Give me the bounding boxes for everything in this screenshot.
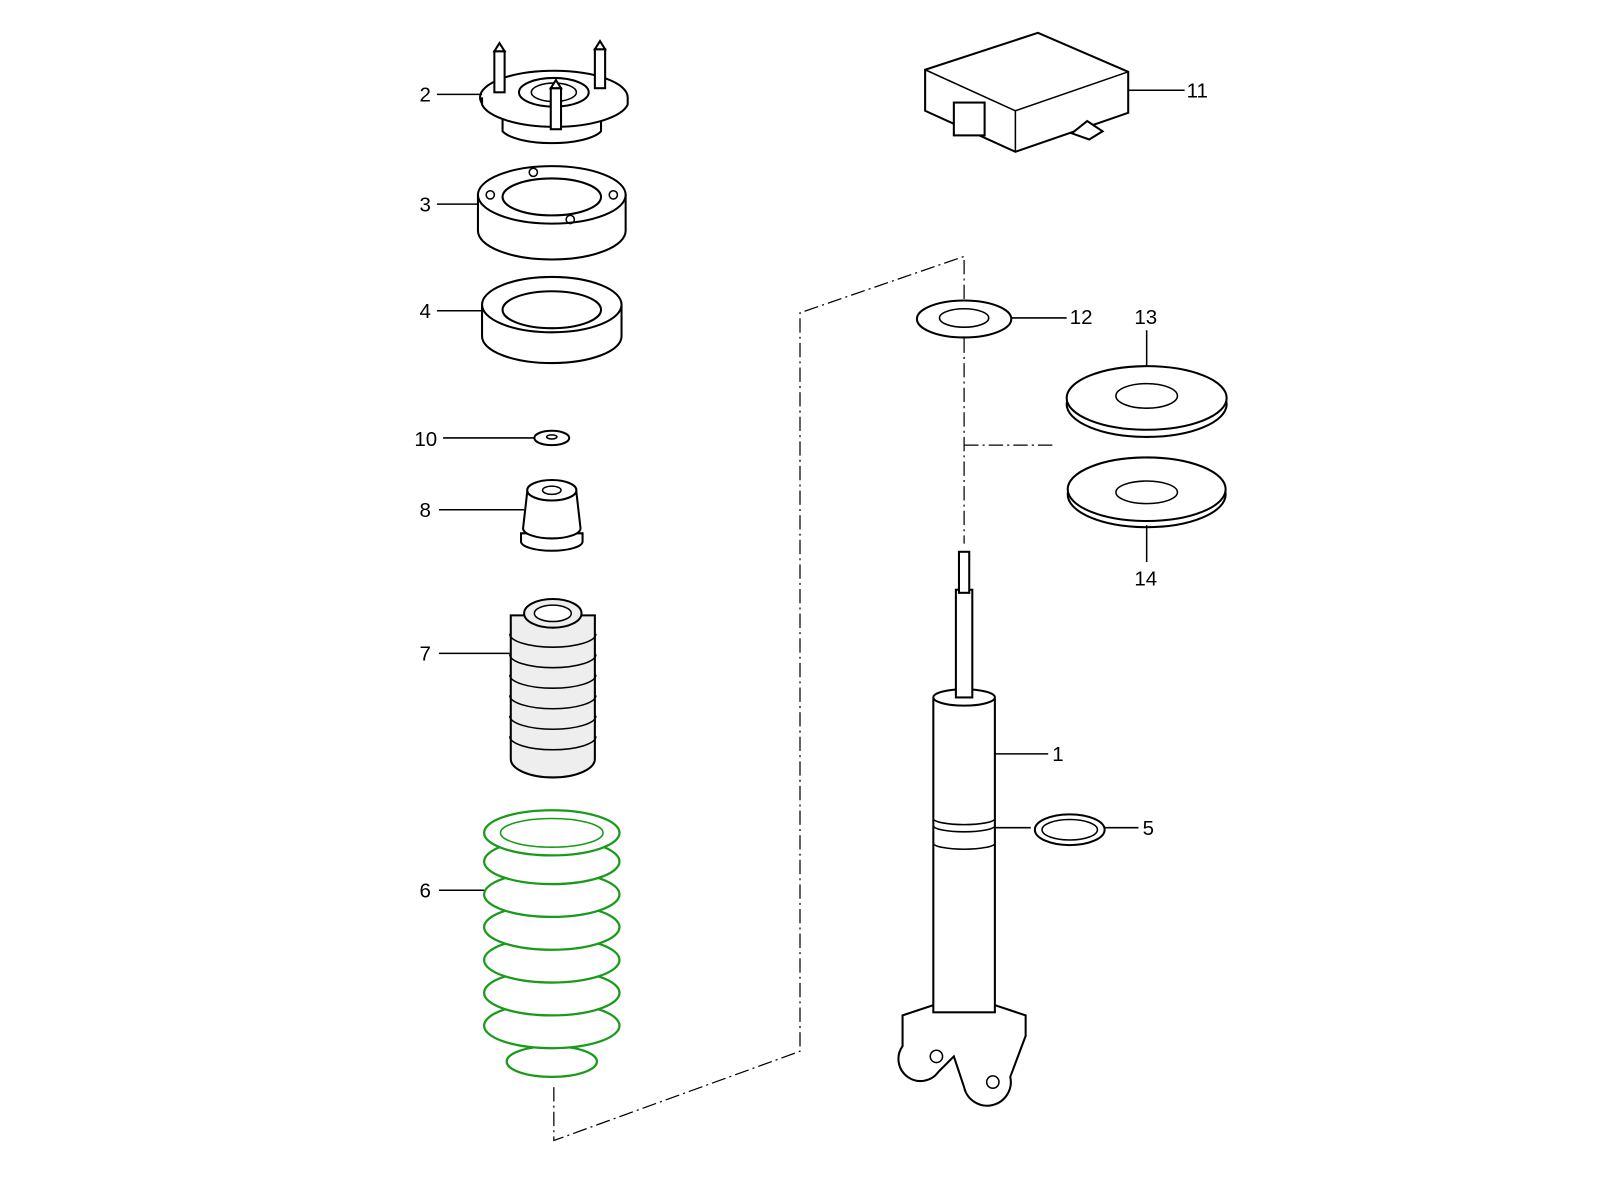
part-bump-stop[interactable] [520,478,584,552]
leader-lines [436,89,1185,892]
part-washer[interactable] [915,299,1013,339]
part-small-washer[interactable] [533,429,571,447]
callout-3[interactable]: 3 [419,193,430,216]
part-coil-spring[interactable] [482,809,621,1079]
part-top-mount[interactable] [478,39,629,145]
callout-14[interactable]: 14 [1134,568,1157,591]
callout-5[interactable]: 5 [1143,817,1154,840]
part-circlip[interactable] [1033,813,1106,847]
callout-13[interactable]: 13 [1134,306,1157,329]
part-support-plate-lower[interactable] [1066,456,1227,529]
part-control-unit[interactable] [924,31,1130,153]
callout-2[interactable]: 2 [419,84,430,107]
callout-12[interactable]: 12 [1070,306,1093,329]
part-spring-pad[interactable] [481,275,623,365]
callout-8[interactable]: 8 [419,499,430,522]
part-protective-boot[interactable] [508,597,597,779]
callout-10[interactable]: 10 [414,428,437,451]
callout-labels: 1 2 3 4 5 6 7 8 10 11 12 13 14 [414,79,1208,902]
part-shock-absorber[interactable] [897,550,1027,1107]
callout-7[interactable]: 7 [419,643,430,666]
callout-11[interactable]: 11 [1187,79,1208,102]
callout-6[interactable]: 6 [419,879,430,902]
callout-1[interactable]: 1 [1052,743,1063,766]
part-support-plate-upper[interactable] [1065,365,1228,438]
part-spacer-ring[interactable] [476,165,627,261]
assembly-lines [553,255,1057,1142]
callout-4[interactable]: 4 [419,300,430,323]
